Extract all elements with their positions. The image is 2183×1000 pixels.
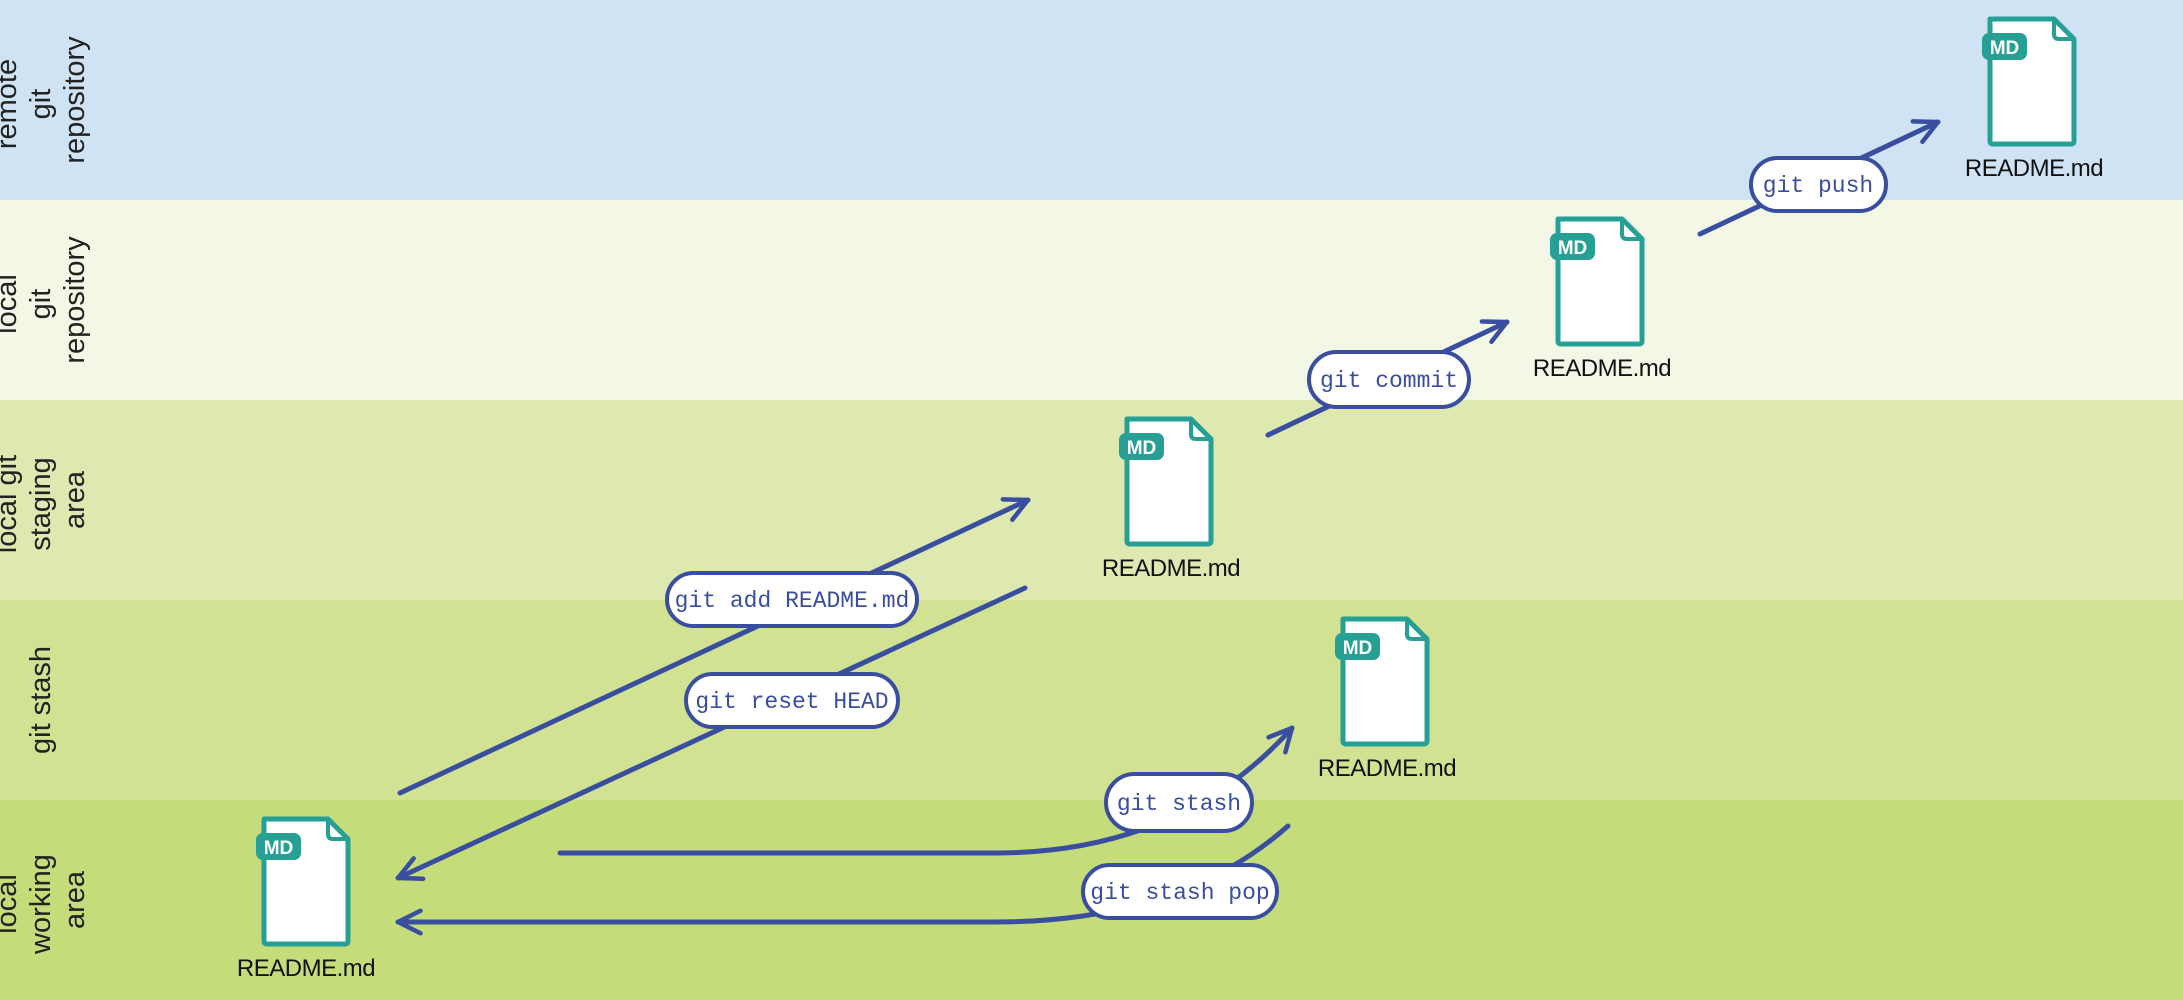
md-badge: [1335, 633, 1380, 660]
file-name: README.md: [1102, 555, 1240, 582]
command-git-stash-pop: git stash pop: [1081, 863, 1279, 920]
file-name: README.md: [1318, 755, 1456, 782]
md-badge-text: MD: [1127, 438, 1157, 459]
command-git-add: git add README.md: [665, 571, 919, 628]
file-staging-area: MD README.md: [1102, 416, 1241, 582]
files: MD README.md MD README.md MD README.md M…: [237, 16, 2104, 982]
command-git-push: git push: [1749, 156, 1888, 213]
lane-stash-label: git stash: [25, 646, 57, 754]
arrow-git-reset: [395, 585, 1028, 882]
lane-staging-band: [0, 400, 2183, 600]
command-git-stash-pop-text: git stash pop: [1090, 880, 1269, 906]
arrow-git-add: [397, 497, 1031, 796]
md-badge-text: MD: [1990, 38, 2020, 59]
file-name: README.md: [1965, 155, 2103, 182]
md-badge-text: MD: [264, 838, 294, 859]
md-badge: [256, 833, 301, 860]
command-git-reset: git reset HEAD: [684, 672, 900, 729]
lane-working-label: local working area: [0, 846, 91, 955]
command-git-push-pill: [1749, 156, 1888, 213]
command-git-stash-text: git stash: [1117, 791, 1241, 817]
file-local-repository: MD README.md: [1533, 216, 1672, 382]
command-git-stash-pop-pill: [1081, 863, 1279, 920]
command-labels: git add README.md git reset HEAD git sta…: [665, 156, 1888, 920]
lane-local-repository-label: local git repository: [0, 236, 91, 364]
page-fold-icon: [2052, 19, 2074, 41]
page-fold-icon: [1189, 419, 1211, 441]
md-badge-text: MD: [1558, 238, 1588, 259]
command-git-add-pill: [665, 571, 919, 628]
md-badge: [1119, 433, 1164, 460]
command-git-add-text: git add README.md: [675, 588, 910, 614]
page-fold-icon: [326, 819, 348, 841]
lane-staging-label: local git staging area: [0, 447, 91, 553]
command-git-commit-text: git commit: [1320, 368, 1458, 394]
lane-remote-label: remote git repository: [0, 36, 91, 164]
file-remote-repository: MD README.md: [1965, 16, 2104, 182]
lane-local-repository: local git repository: [0, 200, 2183, 400]
file-working-area: MD README.md: [237, 816, 376, 982]
command-git-stash-pill: [1104, 772, 1254, 833]
command-git-reset-text: git reset HEAD: [695, 689, 888, 715]
lane-staging: local git staging area: [0, 400, 2183, 600]
command-git-commit-pill: [1307, 350, 1471, 409]
lane-stash: git stash: [0, 600, 2183, 800]
file-git-stash: MD README.md: [1318, 616, 1457, 782]
page-fold-icon: [1405, 619, 1427, 641]
command-git-reset-pill: [684, 672, 900, 729]
lane-local-repository-band: [0, 200, 2183, 400]
file-name: README.md: [237, 955, 375, 982]
file-name: README.md: [1533, 355, 1671, 382]
command-git-stash: git stash: [1104, 772, 1254, 833]
command-git-commit: git commit: [1307, 350, 1471, 409]
command-git-push-text: git push: [1763, 173, 1873, 199]
page-fold-icon: [1620, 219, 1642, 241]
md-badge-text: MD: [1343, 638, 1373, 659]
md-badge: [1982, 33, 2027, 60]
md-badge: [1550, 233, 1595, 260]
lane-stash-band: [0, 600, 2183, 800]
